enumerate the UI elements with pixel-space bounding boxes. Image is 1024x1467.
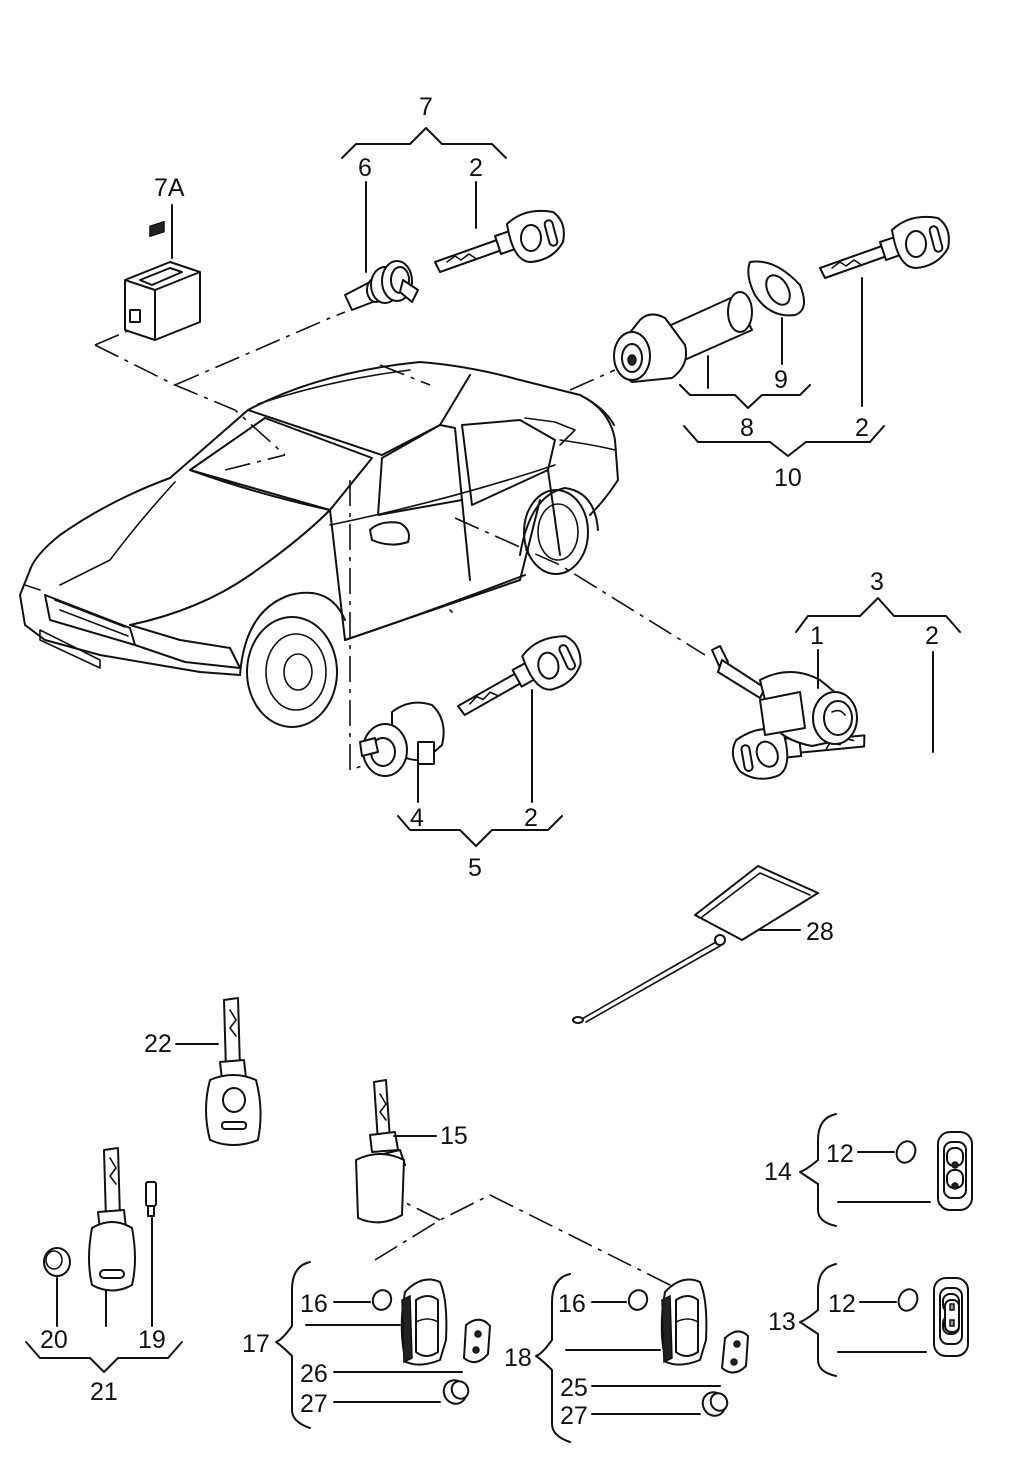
callout-6: 6 [358,154,372,182]
callout-18: 18 [504,1344,532,1372]
leader-lines [94,311,706,1291]
callout-2: 2 [469,154,483,182]
pin-19 [145,1181,157,1217]
door-lock-cylinder [359,701,445,777]
callout-13: 13 [768,1308,796,1336]
bracket-21 [25,1341,183,1373]
callout-27: 27 [300,1390,328,1418]
remote-18 [627,1278,749,1417]
remote-17 [371,1278,491,1405]
key-2-door [448,632,588,717]
ignition-lock-switch [124,220,201,341]
callout-21: 21 [90,1378,118,1406]
key-22 [205,997,262,1146]
seal-ring-9 [747,260,805,317]
bracket-3 [795,597,961,633]
bracket-5 [397,815,563,847]
callout-16: 16 [558,1290,586,1318]
remote-14 [895,1131,973,1211]
callout-8: 8 [740,414,754,442]
callout-19: 19 [138,1326,166,1354]
car-body [19,361,619,728]
callout-16: 16 [300,1290,328,1318]
callout-22: 22 [144,1030,172,1058]
callout-10: 10 [774,464,802,492]
callout-27: 27 [560,1402,588,1430]
callout-2: 2 [524,804,538,832]
battery-20 [43,1247,71,1277]
callout-12: 12 [826,1140,854,1168]
bracket-14 [799,1113,837,1227]
callout-4: 4 [410,804,424,832]
key-21 [88,1147,136,1292]
key-code-tag [572,865,819,1024]
bracket-7 [341,127,507,159]
bracket-17 [275,1261,311,1429]
callout-9: 9 [774,366,788,394]
callout-15: 15 [440,1122,468,1150]
callout-labels: 7 7A 6 2 9 8 2 10 3 1 2 4 2 5 28 22 15 1… [40,93,939,1430]
callout-7: 7 [419,93,433,121]
callout-2: 2 [925,622,939,650]
callout-26: 26 [300,1360,328,1388]
folding-key-15 [355,1079,406,1224]
callout-2: 2 [855,414,869,442]
callout-17: 17 [242,1330,270,1358]
callout-14: 14 [764,1158,792,1186]
trunk-lock-cylinder [613,291,753,383]
callout-5: 5 [468,854,482,882]
callout-12: 12 [828,1290,856,1318]
callout-20: 20 [40,1326,68,1354]
bracket-10 [683,425,885,457]
callout-3: 3 [870,568,884,596]
remote-13 [897,1277,969,1357]
callout-1: 1 [810,622,824,650]
key-2-trunk [819,215,950,279]
tank-lock-cylinder [711,645,858,747]
bracket-8 [679,384,811,409]
bracket-18 [535,1273,571,1443]
key-2-top [434,209,565,273]
bracket-13 [799,1263,837,1377]
callout-25: 25 [560,1374,588,1402]
lock-cylinder-6 [344,260,419,311]
callout-7a: 7A [154,174,185,202]
callout-28: 28 [806,918,834,946]
